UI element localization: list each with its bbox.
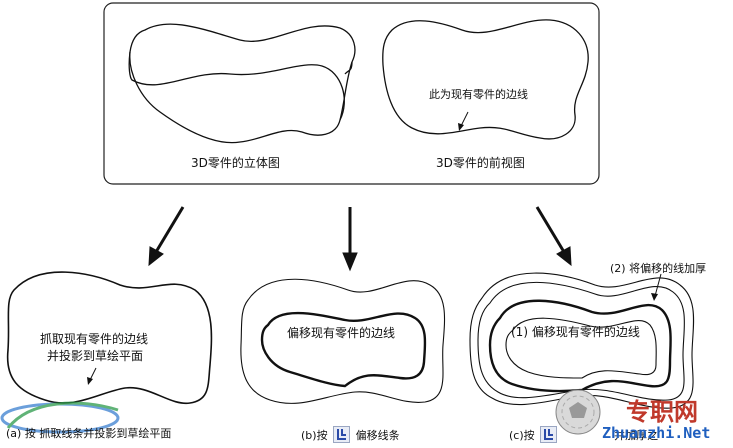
watermark-site: 专职网 xyxy=(626,397,698,426)
step-a-leader-arrow xyxy=(87,377,93,385)
step-a-note-line2: 并投影到草绘平面 xyxy=(47,349,144,363)
offset-outline-group xyxy=(240,278,446,404)
step-c-caption: (c)按 并加厚之 xyxy=(509,426,658,443)
step-b-caption-prefix: (b)按 xyxy=(301,429,328,442)
watermark-ball-icon xyxy=(555,389,601,435)
thicken-leader-arrow xyxy=(651,293,658,301)
top-panel-frame xyxy=(103,2,600,185)
step-a-note-line1: 抓取现有零件的边线 xyxy=(40,332,149,346)
step-c-caption-prefix: (c)按 xyxy=(509,429,535,442)
step-b-caption-suffix: 偏移线条 xyxy=(355,429,400,442)
step-c-caption-suffix: 并加厚之 xyxy=(614,429,659,442)
step-c-thicken-note: (2) 将偏移的线加厚 xyxy=(610,262,707,275)
step-c-offset-note: (1) 偏移现有零件的边线 xyxy=(511,325,640,339)
step-a-caption: (a) 按 抓取线条并投影到草绘平面 xyxy=(6,427,172,440)
label-3d-view: 3D零件的立体图 xyxy=(191,156,280,170)
solid-3d-view xyxy=(128,23,356,144)
thicken-leader-line xyxy=(654,273,662,297)
label-front-view: 3D零件的前视图 xyxy=(436,156,525,170)
thickened-outline-group xyxy=(469,272,695,409)
edge-leader-line xyxy=(460,111,469,127)
watermark-url: Zhuanzhi.Net xyxy=(602,424,711,442)
step-a-leader-line xyxy=(89,367,97,381)
edge-leader-arrow xyxy=(458,123,464,131)
front-view xyxy=(382,19,589,140)
step-b-note: 偏移现有零件的边线 xyxy=(287,326,396,340)
projected-edge-outline xyxy=(6,271,213,404)
offset-edge-icon xyxy=(333,426,351,443)
watermark-logo-icon xyxy=(0,401,120,434)
flow-arrows xyxy=(148,206,572,272)
thicken-icon xyxy=(540,426,558,443)
step-b-caption: (b)按 偏移线条 xyxy=(301,426,400,443)
edge-note: 此为现有零件的边线 xyxy=(429,88,528,101)
